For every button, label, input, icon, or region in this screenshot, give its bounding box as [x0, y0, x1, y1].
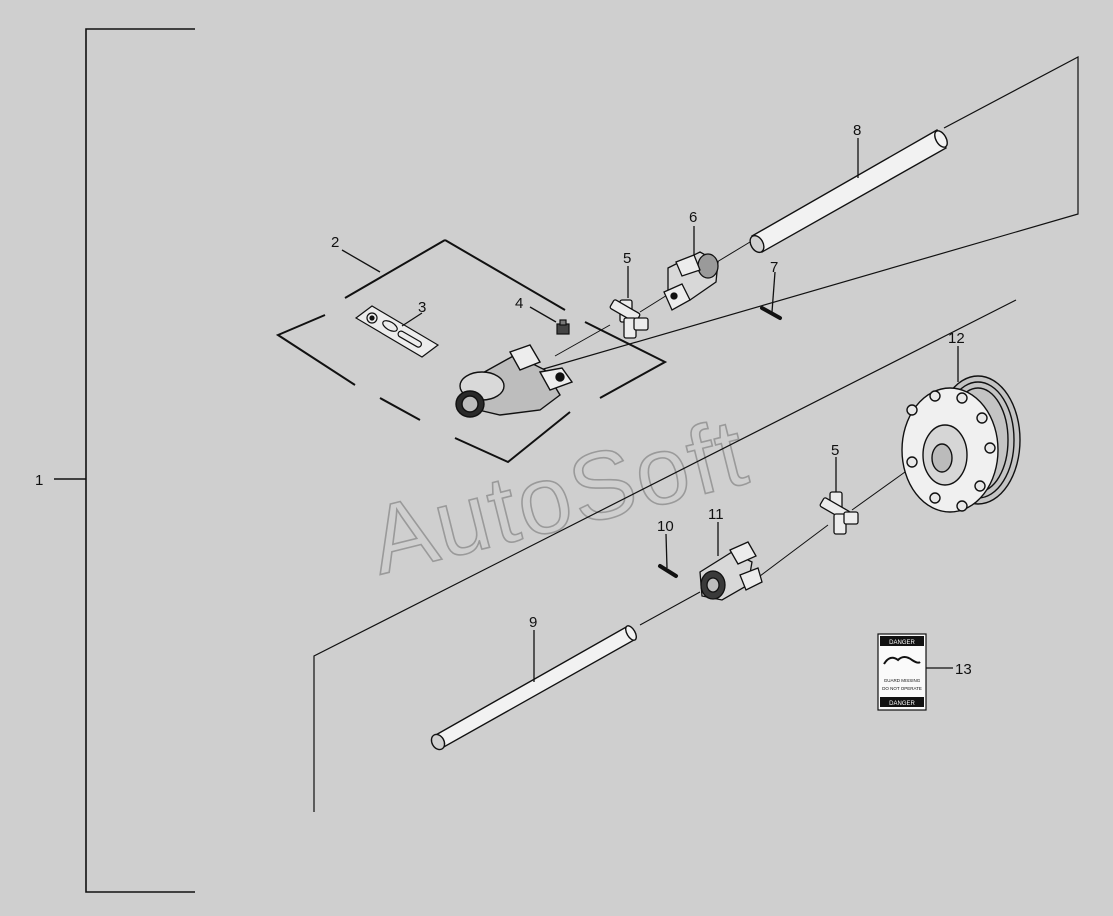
decal-line-1: GUARD MISSING	[884, 678, 921, 683]
decal-top-label: DANGER	[889, 640, 915, 646]
callout-5-upper: 5	[623, 250, 631, 267]
decal-strip	[354, 305, 440, 358]
callout-9: 9	[529, 614, 537, 631]
assembly-bracket	[54, 28, 195, 893]
spring-pin-upper	[760, 306, 782, 320]
leader-lines	[341, 138, 959, 682]
decal-bottom-label: DANGER	[889, 701, 915, 707]
callout-10: 10	[657, 518, 674, 535]
warning-decal: DANGER GUARD MISSING DO NOT OPERATE DANG…	[877, 633, 927, 711]
callout-12: 12	[948, 330, 965, 347]
callout-8: 8	[853, 122, 861, 139]
callout-1: 1	[35, 472, 43, 489]
axis-lines	[554, 241, 906, 626]
callout-labels: 1 2 3 4 5 6 7 8 9 10 11 5 12 13	[35, 122, 972, 678]
upper-group-outline	[539, 56, 1079, 371]
cross-kit-upper	[609, 299, 649, 339]
grease-fitting	[556, 319, 570, 335]
outer-tube	[749, 129, 948, 254]
spring-pin-lower	[658, 564, 678, 578]
hazard-pictogram-icon	[883, 656, 921, 665]
slip-clutch	[901, 375, 1021, 513]
lower-group-outline	[313, 299, 1017, 812]
inner-yoke-assembly	[455, 344, 574, 418]
callout-11: 11	[708, 506, 724, 523]
decal-line-2: DO NOT OPERATE	[882, 686, 922, 691]
callout-13: 13	[955, 661, 972, 678]
yoke-lower	[699, 541, 763, 601]
callout-7: 7	[770, 259, 778, 276]
inner-tube	[430, 625, 637, 751]
callout-5-lower: 5	[831, 442, 839, 459]
watermark: AutoSoft	[359, 398, 758, 595]
callout-3: 3	[418, 299, 426, 316]
yoke-upper	[663, 251, 719, 311]
cross-kit-lower	[819, 491, 859, 535]
callout-2: 2	[331, 234, 339, 251]
callout-4: 4	[515, 295, 523, 312]
callout-6: 6	[689, 209, 697, 226]
guard-kit-outline	[275, 239, 668, 464]
